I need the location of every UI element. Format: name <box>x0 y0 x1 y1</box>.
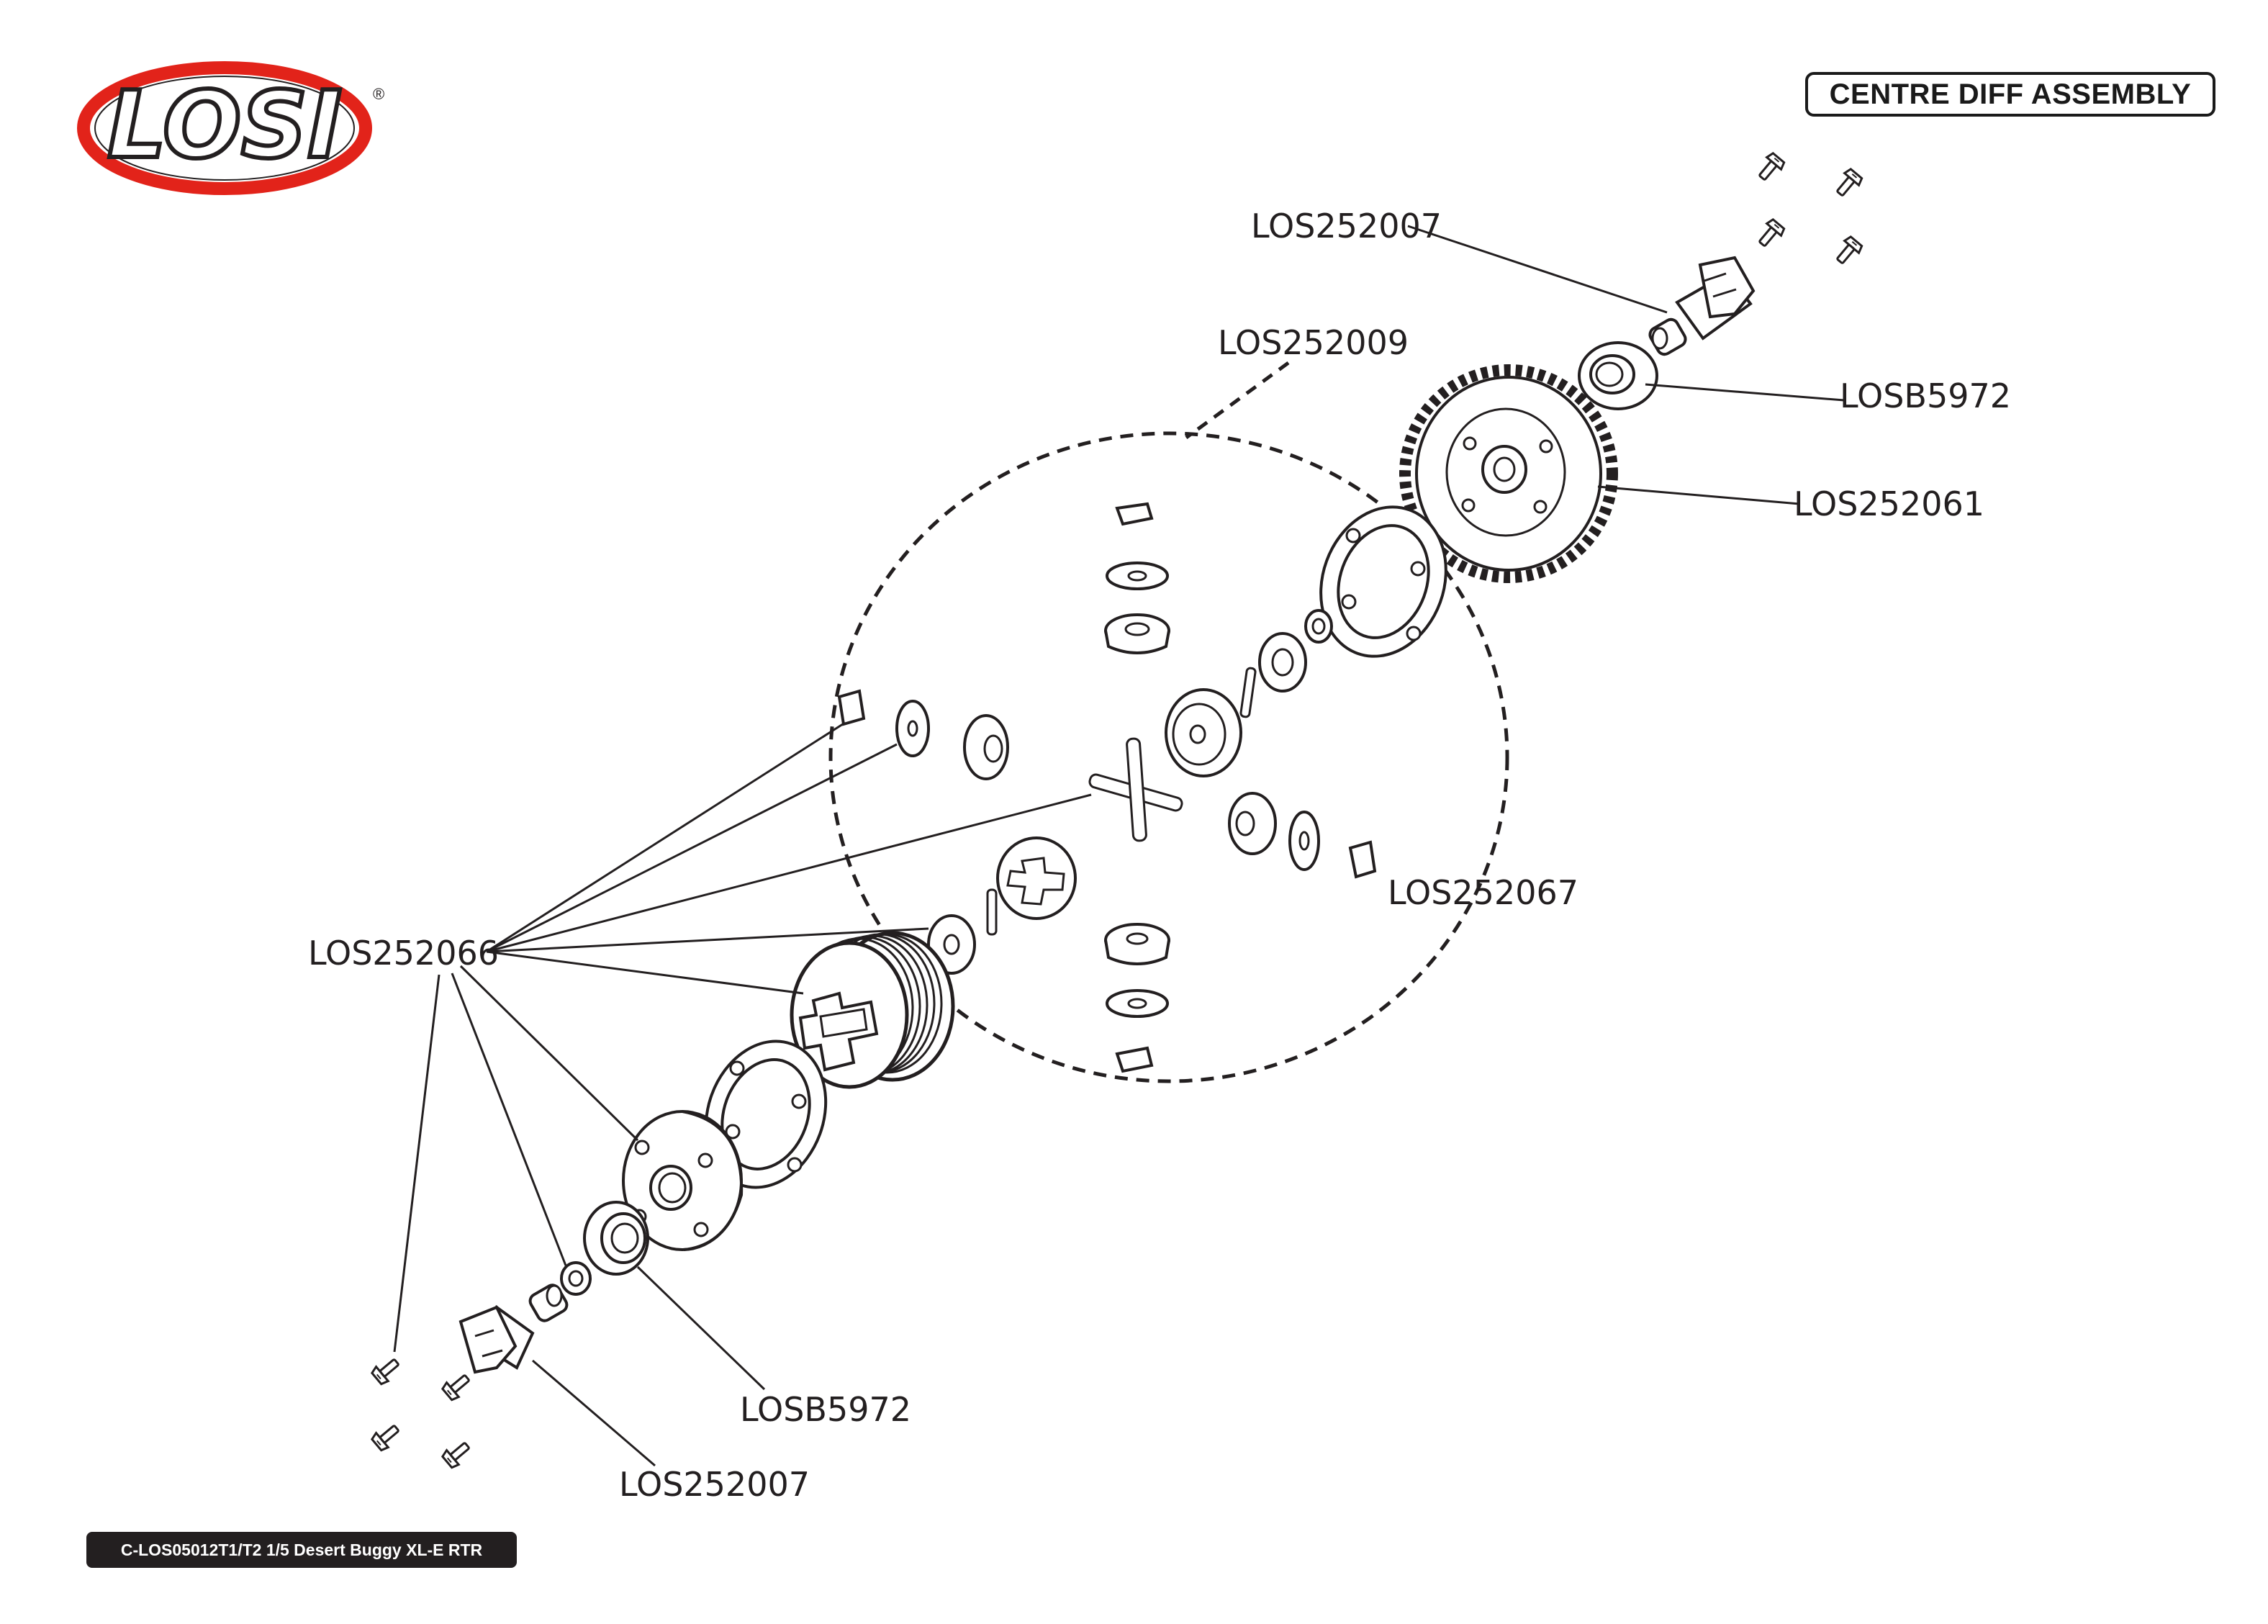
registered-mark: ® <box>373 85 384 103</box>
diff-internals <box>837 502 1377 1073</box>
page-title: CENTRE DIFF ASSEMBLY <box>1805 72 2215 117</box>
diff-case-cap <box>622 1110 744 1251</box>
label-los252007-top: LOS252007 <box>1251 207 1442 245</box>
label-losb5972-bottom: LOSB5972 <box>740 1390 911 1429</box>
top-bearing <box>1578 341 1658 410</box>
logo-text: LOSI <box>107 72 342 179</box>
top-screws <box>1753 150 1865 269</box>
spur-gear <box>1399 364 1618 583</box>
footer-model-label: C-LOS05012T1/T2 1/5 Desert Buggy XL-E RT… <box>86 1532 517 1568</box>
bottom-outdrive-cup <box>458 1284 569 1374</box>
diff-internals-dashed-circle <box>828 431 1509 1083</box>
losi-logo: LOSI ® <box>77 61 384 195</box>
label-los252061: LOS252061 <box>1794 484 1984 523</box>
bottom-bearing <box>560 1201 649 1296</box>
label-los252066: LOS252066 <box>308 934 499 973</box>
los252009-leader <box>1185 361 1290 440</box>
leader-lines <box>393 225 1845 1467</box>
logo-ring <box>77 61 372 195</box>
label-los252067: LOS252067 <box>1388 873 1578 912</box>
top-gasket <box>1319 505 1447 658</box>
label-los252009: LOS252009 <box>1218 323 1409 362</box>
diff-case <box>790 931 955 1089</box>
label-los252007-bottom: LOS252007 <box>619 1465 810 1504</box>
top-outdrive-cup <box>1648 256 1756 356</box>
label-losb5972-top: LOSB5972 <box>1840 376 2011 415</box>
bottom-screws <box>369 1353 474 1471</box>
